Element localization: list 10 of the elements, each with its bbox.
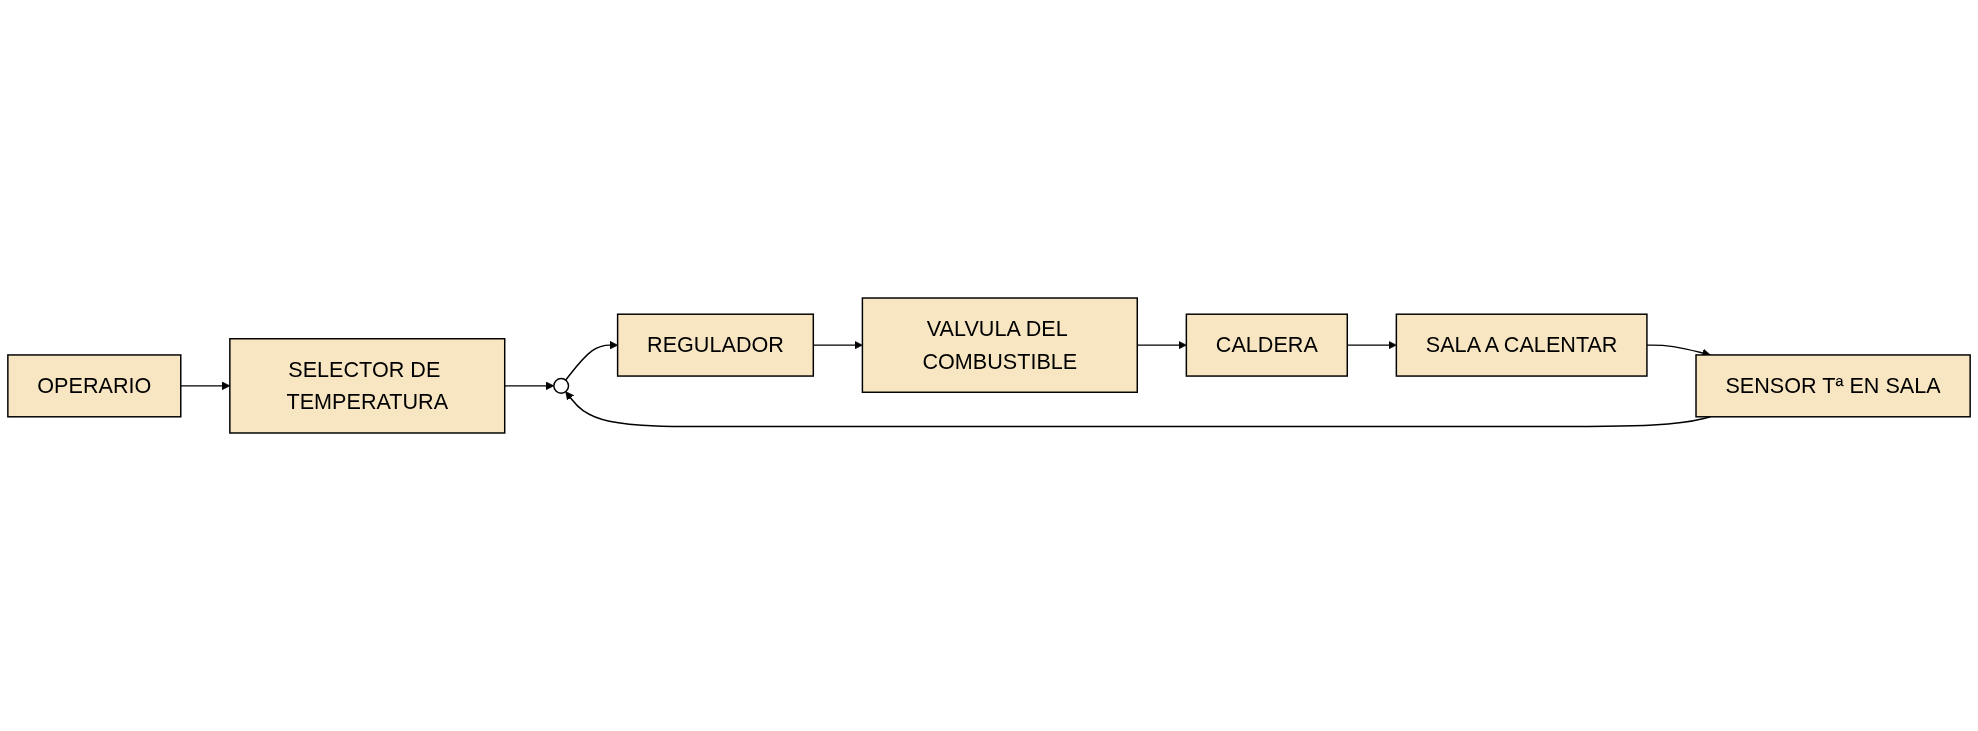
node-box: SELECTOR DE TEMPERATURA [229,338,506,434]
node-box: VALVULA DEL COMBUSTIBLE [861,297,1138,393]
node-circle [553,377,570,394]
node-box: CALDERA [1185,313,1348,377]
arrow [504,381,555,391]
node-box: SENSOR Tª EN SALA [1695,354,1971,418]
node-box: OPERARIO [7,354,182,418]
arrow [564,340,618,381]
node-box: SALA A CALENTAR [1395,313,1648,377]
node-box: REGULADOR [616,313,815,377]
